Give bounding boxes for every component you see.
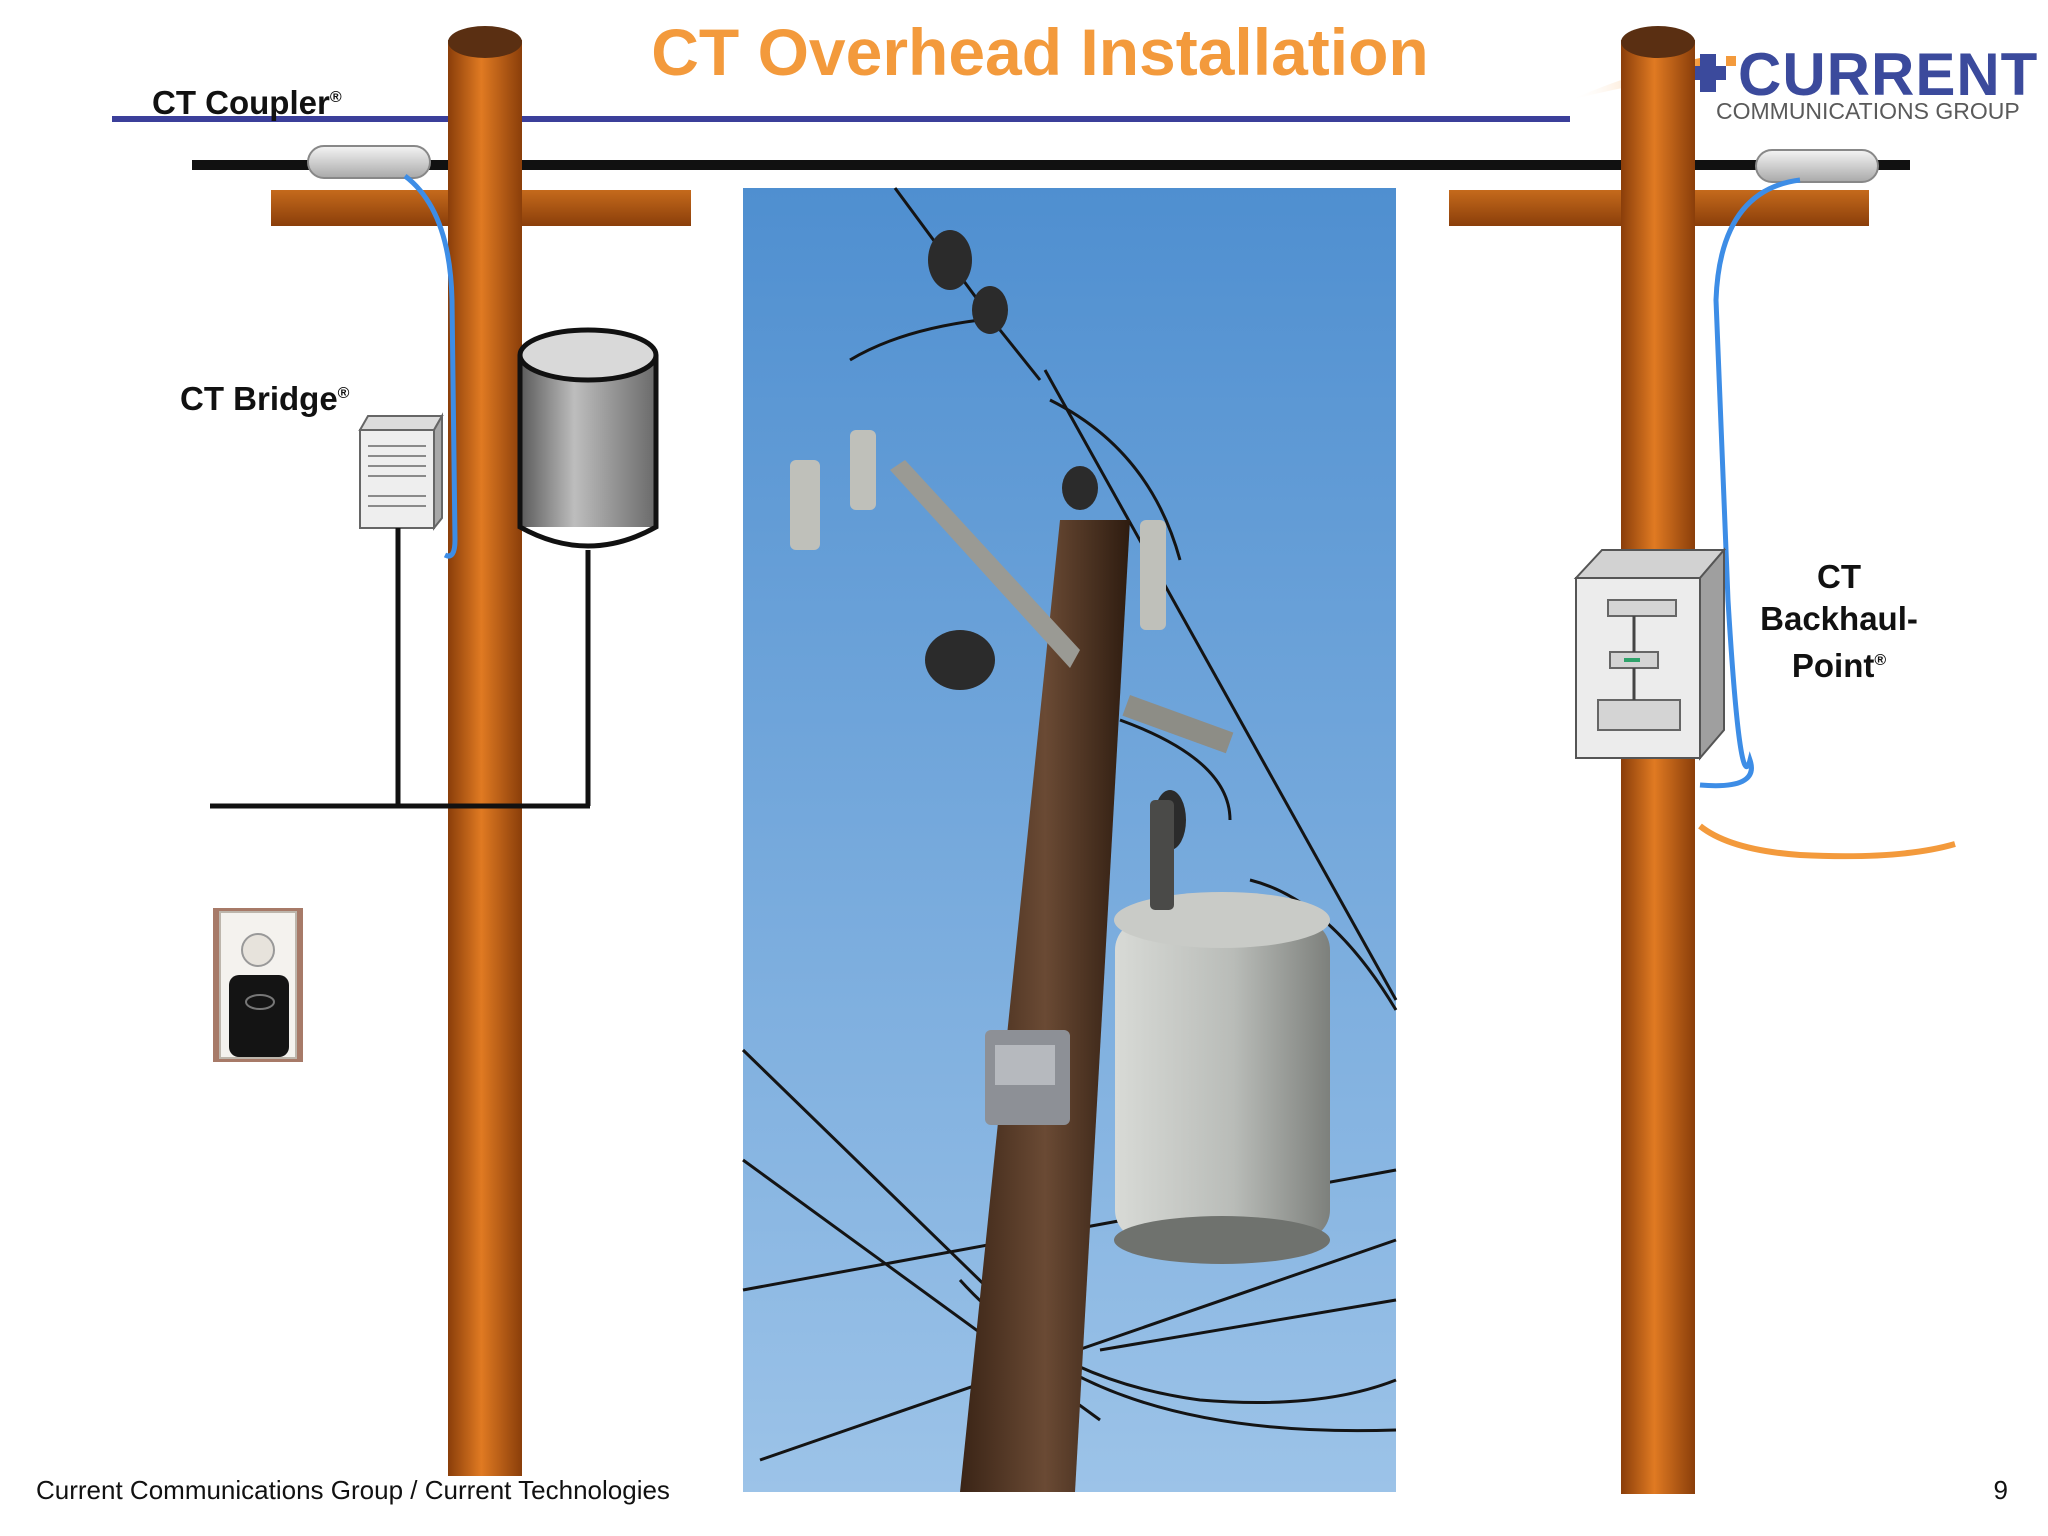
ct-bridge-device xyxy=(358,412,444,531)
slide-footer: Current Communications Group / Current T… xyxy=(36,1475,670,1505)
ct-coupler-left xyxy=(307,145,431,179)
ct-bridge-label-text: CT Bridge xyxy=(180,380,338,417)
wall-outlet-adapter xyxy=(213,908,303,1062)
ct-coupler-label-text: CT Coupler xyxy=(152,84,330,121)
ct-backhaul-point-cabinet xyxy=(1573,547,1727,761)
backhaul-label-line3: Point xyxy=(1791,647,1875,684)
backhaul-label-line1: CT xyxy=(1817,558,1861,595)
logo-wordmark: CURRENT xyxy=(1738,41,2039,108)
page-number: 9 xyxy=(1993,1475,2008,1505)
fiber-cable-right xyxy=(1699,177,1801,789)
power-line xyxy=(192,160,1910,170)
fiber-cable-left xyxy=(403,174,458,559)
left-utility-pole xyxy=(271,26,691,1476)
title-divider xyxy=(112,116,1570,122)
registered-mark: ® xyxy=(337,385,350,402)
current-logo-mark xyxy=(1690,54,1736,92)
ct-coupler-right xyxy=(1755,149,1879,183)
backhaul-label-line2: Backhaul- xyxy=(1760,600,1918,637)
ct-coupler-label: CT Coupler® xyxy=(152,84,342,122)
backhaul-cable xyxy=(1698,823,1956,860)
pole-photo xyxy=(741,187,1398,1492)
logo-subtitle: COMMUNICATIONS GROUP xyxy=(1716,98,2020,124)
photo-transformer xyxy=(1114,800,1330,1264)
transformer-can xyxy=(517,327,659,549)
ct-bridge-label: CT Bridge® xyxy=(180,380,349,418)
service-drop-wiring xyxy=(210,528,591,809)
registered-mark: ® xyxy=(1874,652,1887,669)
registered-mark: ® xyxy=(329,89,342,106)
slide-title: CT Overhead Installation xyxy=(651,15,1429,89)
ct-backhaul-point-label: CT Backhaul- Point® xyxy=(1744,556,1934,687)
right-utility-pole xyxy=(1449,26,1869,1494)
